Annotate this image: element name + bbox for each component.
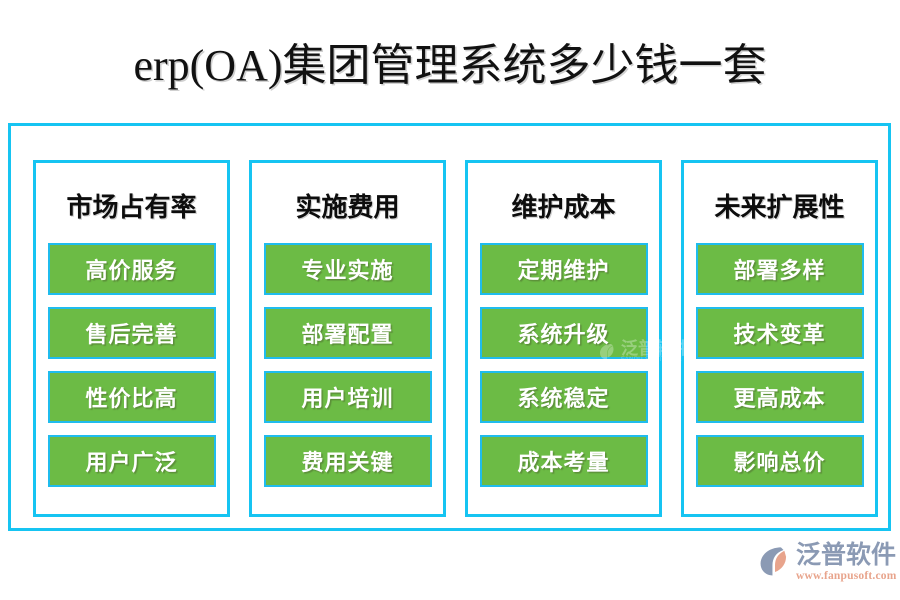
list-item[interactable]: 成本考量 [479,435,648,487]
fanpu-leaf-icon [760,547,787,576]
column-item-list: 定期维护 系统升级 系统稳定 成本考量 [468,243,659,487]
comparison-columns: 市场占有率 高价服务 售后完善 性价比高 用户广泛 实施费用 专业实施 部署配置… [33,160,878,517]
column-item-list: 专业实施 部署配置 用户培训 费用关键 [252,243,443,487]
list-item[interactable]: 系统稳定 [479,371,648,423]
list-item[interactable]: 系统升级 [479,307,648,359]
brand-logo-text: 泛普软件 www.fanpusoft.com [796,543,897,583]
list-item[interactable]: 专业实施 [263,243,432,295]
list-item[interactable]: 用户广泛 [47,435,216,487]
list-item[interactable]: 更高成本 [695,371,864,423]
list-item[interactable]: 部署多样 [695,243,864,295]
list-item[interactable]: 影响总价 [695,435,864,487]
column-item-list: 高价服务 售后完善 性价比高 用户广泛 [36,243,227,487]
comparison-column-3: 维护成本 定期维护 系统升级 系统稳定 成本考量 [465,160,662,517]
list-item[interactable]: 部署配置 [263,307,432,359]
list-item[interactable]: 费用关键 [263,435,432,487]
column-header: 实施费用 [295,193,400,223]
brand-name: 泛普软件 [796,541,897,569]
brand-logo: 泛普软件 www.fanpusoft.com [758,543,897,591]
column-item-list: 部署多样 技术变革 更高成本 影响总价 [684,243,875,487]
comparison-column-1: 市场占有率 高价服务 售后完善 性价比高 用户广泛 [33,160,230,517]
comparison-column-2: 实施费用 专业实施 部署配置 用户培训 费用关键 [249,160,446,517]
column-header: 市场占有率 [66,193,197,223]
brand-url: www.fanpusoft.com [796,570,897,582]
list-item[interactable]: 定期维护 [479,243,648,295]
comparison-column-4: 未来扩展性 部署多样 技术变革 更高成本 影响总价 [681,160,878,517]
page-title: erp(OA)集团管理系统多少钱一套 [133,41,767,90]
list-item[interactable]: 性价比高 [47,371,216,423]
list-item[interactable]: 高价服务 [47,243,216,295]
list-item[interactable]: 技术变革 [695,307,864,359]
list-item[interactable]: 售后完善 [47,307,216,359]
column-header: 维护成本 [511,193,616,223]
list-item[interactable]: 用户培训 [263,371,432,423]
column-header: 未来扩展性 [714,193,845,223]
